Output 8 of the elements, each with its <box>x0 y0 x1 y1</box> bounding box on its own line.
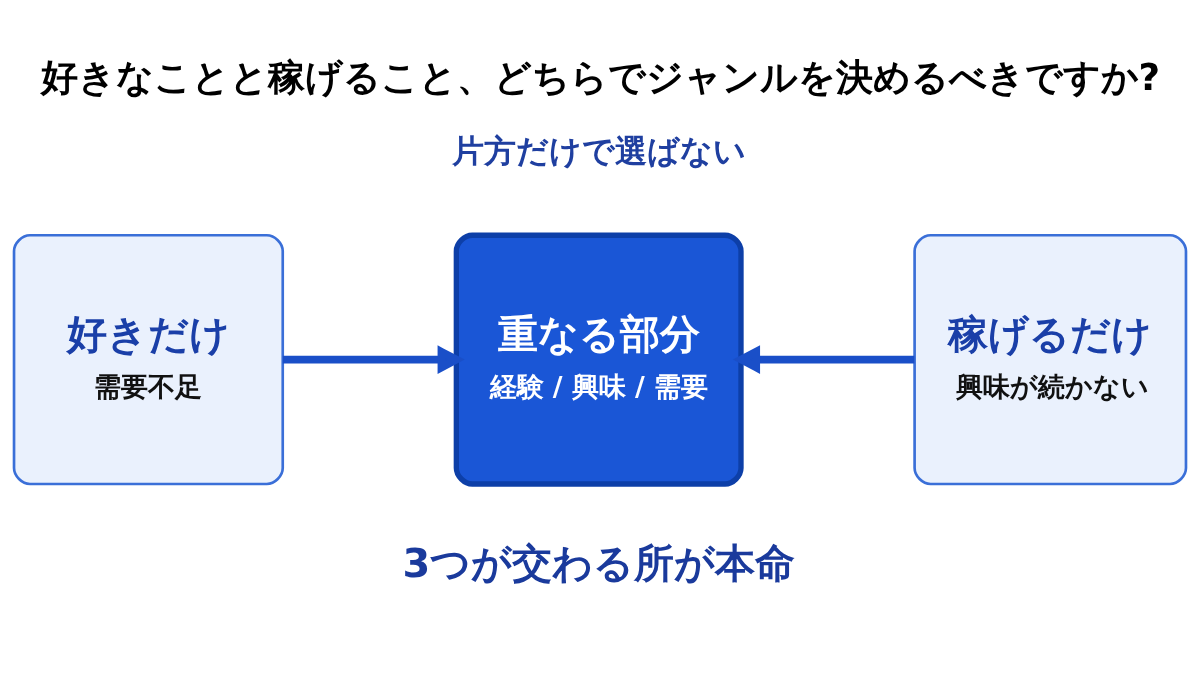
node-box: 稼げるだけ 興味が続かない <box>913 233 1188 485</box>
label: 3つが交わる所が本命 <box>402 539 796 586</box>
label: 片方だけで選ばない <box>451 131 746 170</box>
arrow <box>732 344 915 374</box>
node-box: 好きだけ 需要不足 <box>12 233 285 485</box>
node-box: 重なる部分 経験 / 興味 / 需要 <box>453 232 744 487</box>
arrow <box>282 344 465 374</box>
diagram-title: 好きなことと稼げること、どちらでジャンルを決めるべきですか? <box>40 54 1161 99</box>
